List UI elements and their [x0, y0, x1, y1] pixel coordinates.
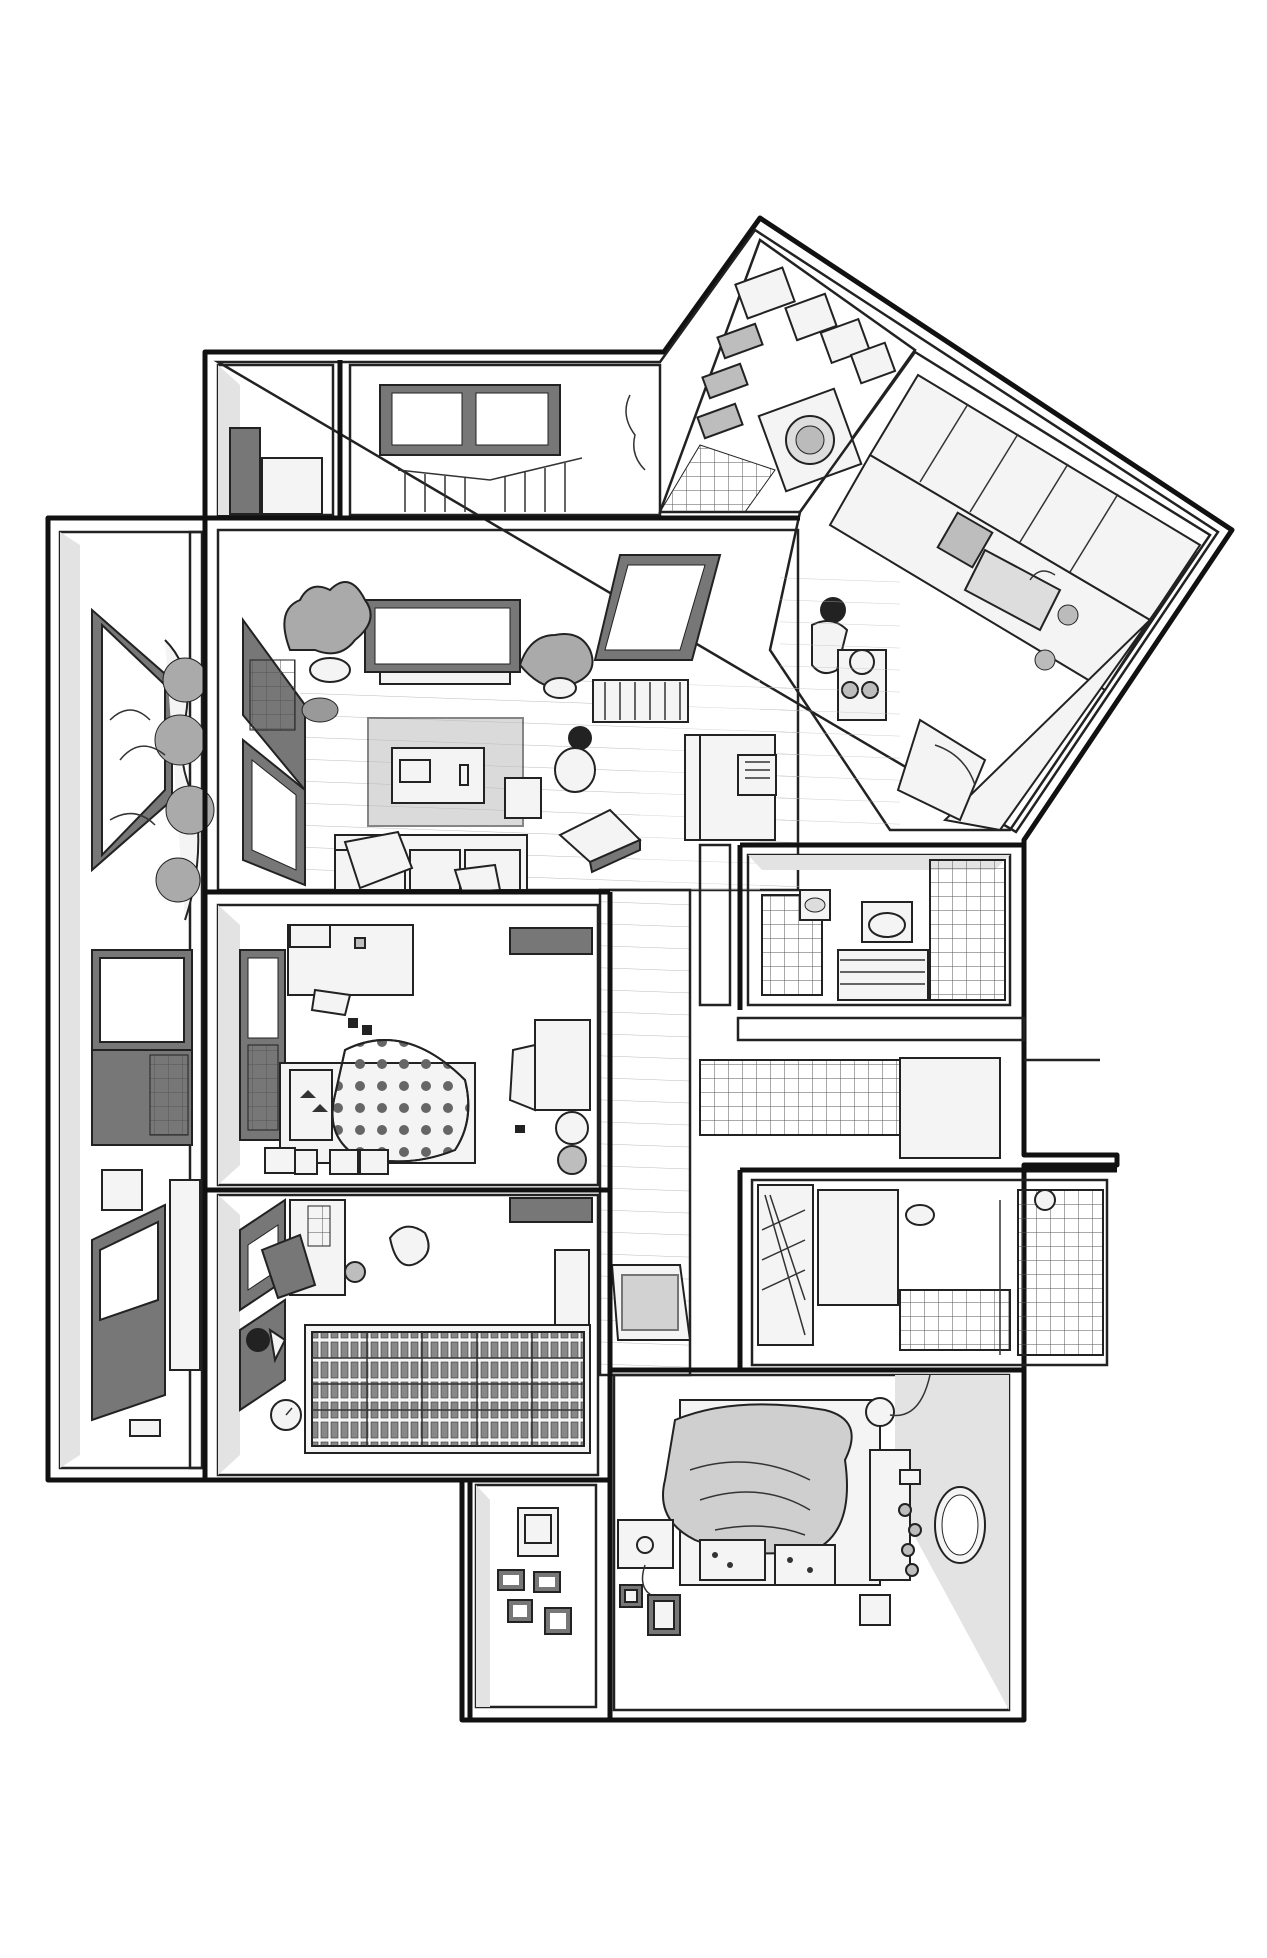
room-bathroom-1	[746, 853, 1012, 1007]
bathtub-icon	[837, 949, 929, 1001]
tv-icon	[364, 599, 521, 685]
shelf	[509, 1197, 593, 1223]
toilet-icon	[905, 1189, 1056, 1226]
shelving-unit	[696, 266, 897, 440]
room-study	[216, 1193, 600, 1477]
plant-icon	[283, 581, 372, 723]
fridge	[896, 718, 987, 822]
cabinet	[554, 1249, 590, 1336]
room-hallway	[598, 843, 1100, 1377]
wardrobe	[757, 1184, 814, 1346]
window	[242, 616, 306, 887]
window	[379, 384, 561, 456]
rug	[367, 717, 524, 827]
plant-icon	[518, 633, 594, 699]
picture-frames	[497, 1569, 572, 1635]
wardrobe	[508, 1019, 591, 1112]
sink-icon	[799, 889, 831, 921]
room-living-room	[216, 528, 800, 894]
cat-icon	[554, 726, 596, 793]
room-entry-closet	[216, 363, 335, 517]
chair-icon	[558, 808, 642, 874]
sink-icon	[963, 548, 1062, 632]
toilet-icon	[861, 901, 913, 943]
bookshelf-icon	[304, 1324, 591, 1454]
plant-icon	[109, 639, 215, 921]
stair-railing	[397, 457, 583, 512]
stove	[1034, 604, 1079, 671]
shelf	[169, 1179, 201, 1371]
room-bathroom-2	[750, 1178, 1109, 1367]
shoe-cabinet	[610, 1264, 692, 1341]
room-bedroom-1	[216, 903, 600, 1187]
person-icon	[246, 1327, 287, 1364]
side-table	[504, 777, 542, 819]
bed-icon	[662, 1399, 881, 1586]
poster	[101, 1169, 143, 1211]
mirror-icon	[934, 1486, 986, 1564]
window	[593, 554, 722, 661]
box	[859, 1594, 891, 1626]
room-stairwell	[348, 363, 662, 517]
window	[239, 949, 286, 1141]
boxes	[264, 1147, 389, 1175]
room-master-bedroom	[612, 1373, 1011, 1712]
clock	[270, 1399, 302, 1431]
window	[91, 607, 173, 873]
mat	[592, 679, 689, 723]
window	[91, 1203, 166, 1422]
washing-machine-icon	[757, 387, 863, 493]
bed-icon	[279, 1039, 476, 1164]
chair-icon	[388, 1225, 430, 1267]
lamp	[865, 1374, 931, 1427]
nightstand	[617, 1519, 674, 1601]
window	[239, 1198, 286, 1412]
sofa-icon	[334, 830, 528, 894]
robot-vacuum	[555, 1111, 589, 1175]
chair-icon	[517, 1507, 559, 1557]
mat	[129, 1419, 161, 1437]
room-kitchen	[768, 350, 1212, 832]
shower-stall	[817, 1189, 899, 1306]
desk-icon	[287, 924, 414, 1017]
room-balcony-left	[58, 530, 215, 1470]
picture-frames	[619, 1584, 681, 1636]
corridor-tiles	[699, 1057, 1100, 1159]
chair-icon	[737, 754, 777, 796]
interior-walls	[202, 360, 1117, 1720]
desk-icon	[260, 1199, 366, 1300]
room-small-balcony	[474, 1483, 598, 1709]
dish-rack	[936, 511, 994, 569]
window	[91, 949, 193, 1146]
shelf	[509, 927, 593, 955]
room-laundry	[658, 238, 917, 514]
dresser	[869, 1449, 922, 1581]
